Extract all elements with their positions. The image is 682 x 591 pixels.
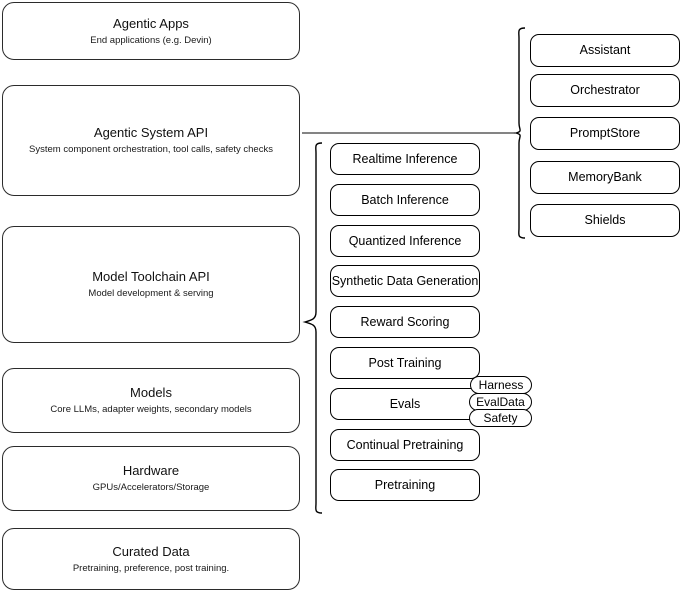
stack-layer-title: Hardware	[122, 463, 180, 478]
toolchain-item-label: Synthetic Data Generation	[331, 273, 479, 288]
system-component-memorybank[interactable]: MemoryBank	[530, 161, 680, 194]
stack-layer-models[interactable]: Models Core LLMs, adapter weights, secon…	[2, 368, 300, 433]
toolchain-item-label: Continual Pretraining	[346, 437, 464, 452]
toolchain-item-synthetic-data-generation[interactable]: Synthetic Data Generation	[330, 265, 480, 297]
stack-layer-agentic-apps[interactable]: Agentic Apps End applications (e.g. Devi…	[2, 2, 300, 60]
stack-layer-subtitle: System component orchestration, tool cal…	[29, 144, 273, 155]
toolchain-item-label: Evals	[389, 396, 421, 411]
stack-layer-title: Model Toolchain API	[92, 269, 210, 284]
eval-badge-label: EvalData	[476, 395, 525, 409]
stack-layer-agentic-system-api[interactable]: Agentic System API System component orch…	[2, 85, 300, 196]
stack-layer-title: Agentic Apps	[113, 15, 189, 31]
brace-system-components	[513, 27, 526, 239]
system-component-label: Assistant	[579, 43, 631, 57]
stack-layer-title: Curated Data	[112, 543, 190, 559]
system-component-label: MemoryBank	[568, 170, 642, 184]
system-component-label: PromptStore	[569, 126, 641, 140]
toolchain-item-reward-scoring[interactable]: Reward Scoring	[330, 306, 480, 338]
stack-layer-subtitle: GPUs/Accelerators/Storage	[92, 482, 210, 493]
eval-badge-safety[interactable]: Safety	[469, 409, 532, 427]
toolchain-item-label: Post Training	[368, 355, 442, 370]
toolchain-item-label: Batch Inference	[361, 192, 449, 207]
system-component-orchestrator[interactable]: Orchestrator	[530, 74, 680, 107]
system-component-shields[interactable]: Shields	[530, 204, 680, 237]
toolchain-item-continual-pretraining[interactable]: Continual Pretraining	[330, 429, 480, 461]
eval-badge-harness[interactable]: Harness	[470, 376, 532, 394]
system-component-promptstore[interactable]: PromptStore	[530, 117, 680, 150]
toolchain-item-batch-inference[interactable]: Batch Inference	[330, 184, 480, 216]
stack-layer-curated-data[interactable]: Curated Data Pretraining, preference, po…	[2, 528, 300, 590]
stack-layer-subtitle: Model development & serving	[88, 288, 214, 299]
toolchain-item-post-training[interactable]: Post Training	[330, 347, 480, 379]
toolchain-item-label: Realtime Inference	[352, 151, 458, 166]
stack-layer-title: Models	[130, 385, 172, 400]
system-component-label: Orchestrator	[570, 83, 640, 97]
toolchain-item-label: Pretraining	[374, 477, 436, 492]
toolchain-item-label: Reward Scoring	[360, 314, 450, 329]
eval-badge-label: Harness	[478, 378, 524, 392]
toolchain-item-evals[interactable]: Evals	[330, 388, 480, 420]
stack-layer-model-toolchain-api[interactable]: Model Toolchain API Model development & …	[2, 226, 300, 343]
toolchain-item-realtime-inference[interactable]: Realtime Inference	[330, 143, 480, 175]
stack-layer-title: Agentic System API	[93, 125, 209, 140]
eval-badge-label: Safety	[483, 411, 518, 425]
stack-layer-subtitle: End applications (e.g. Devin)	[90, 34, 212, 46]
stack-layer-subtitle: Pretraining, preference, post training.	[72, 562, 230, 574]
system-component-label: Shields	[584, 213, 626, 227]
system-component-assistant[interactable]: Assistant	[530, 34, 680, 67]
stack-layer-subtitle: Core LLMs, adapter weights, secondary mo…	[50, 404, 252, 415]
toolchain-item-pretraining[interactable]: Pretraining	[330, 469, 480, 501]
toolchain-item-label: Quantized Inference	[348, 233, 462, 248]
toolchain-item-quantized-inference[interactable]: Quantized Inference	[330, 225, 480, 257]
stack-layer-hardware[interactable]: Hardware GPUs/Accelerators/Storage	[2, 446, 300, 511]
brace-toolchain	[302, 142, 323, 514]
